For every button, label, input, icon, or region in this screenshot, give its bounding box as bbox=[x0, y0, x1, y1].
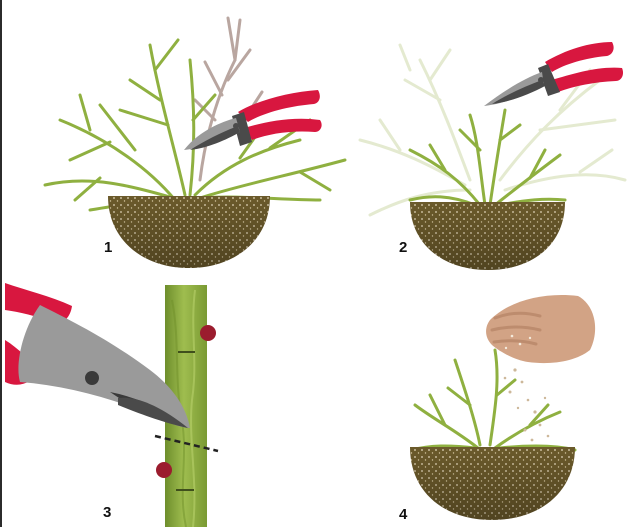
pruning-shears-icon bbox=[484, 42, 623, 106]
panel-4-fertilizing bbox=[410, 295, 595, 520]
panel-3-cut-detail bbox=[5, 283, 218, 527]
short-branches bbox=[412, 350, 575, 450]
step-number-2: 2 bbox=[399, 239, 407, 256]
remaining-branches bbox=[410, 110, 565, 205]
soil-mound-2 bbox=[410, 202, 565, 270]
step-number-4: 4 bbox=[399, 506, 407, 523]
hand-icon bbox=[486, 295, 595, 363]
fertilizer-granules bbox=[504, 368, 550, 441]
bud-upper bbox=[200, 325, 216, 341]
panel-1-shrub-overgrown bbox=[45, 18, 345, 268]
step-number-3: 3 bbox=[103, 504, 111, 521]
soil-mound-4 bbox=[410, 447, 575, 520]
bud-lower bbox=[156, 462, 172, 478]
panel-2-shrub-thinned bbox=[360, 42, 625, 270]
soil-mound-1 bbox=[108, 196, 270, 268]
pruning-shears-icon bbox=[5, 283, 190, 430]
step-number-1: 1 bbox=[104, 239, 112, 256]
